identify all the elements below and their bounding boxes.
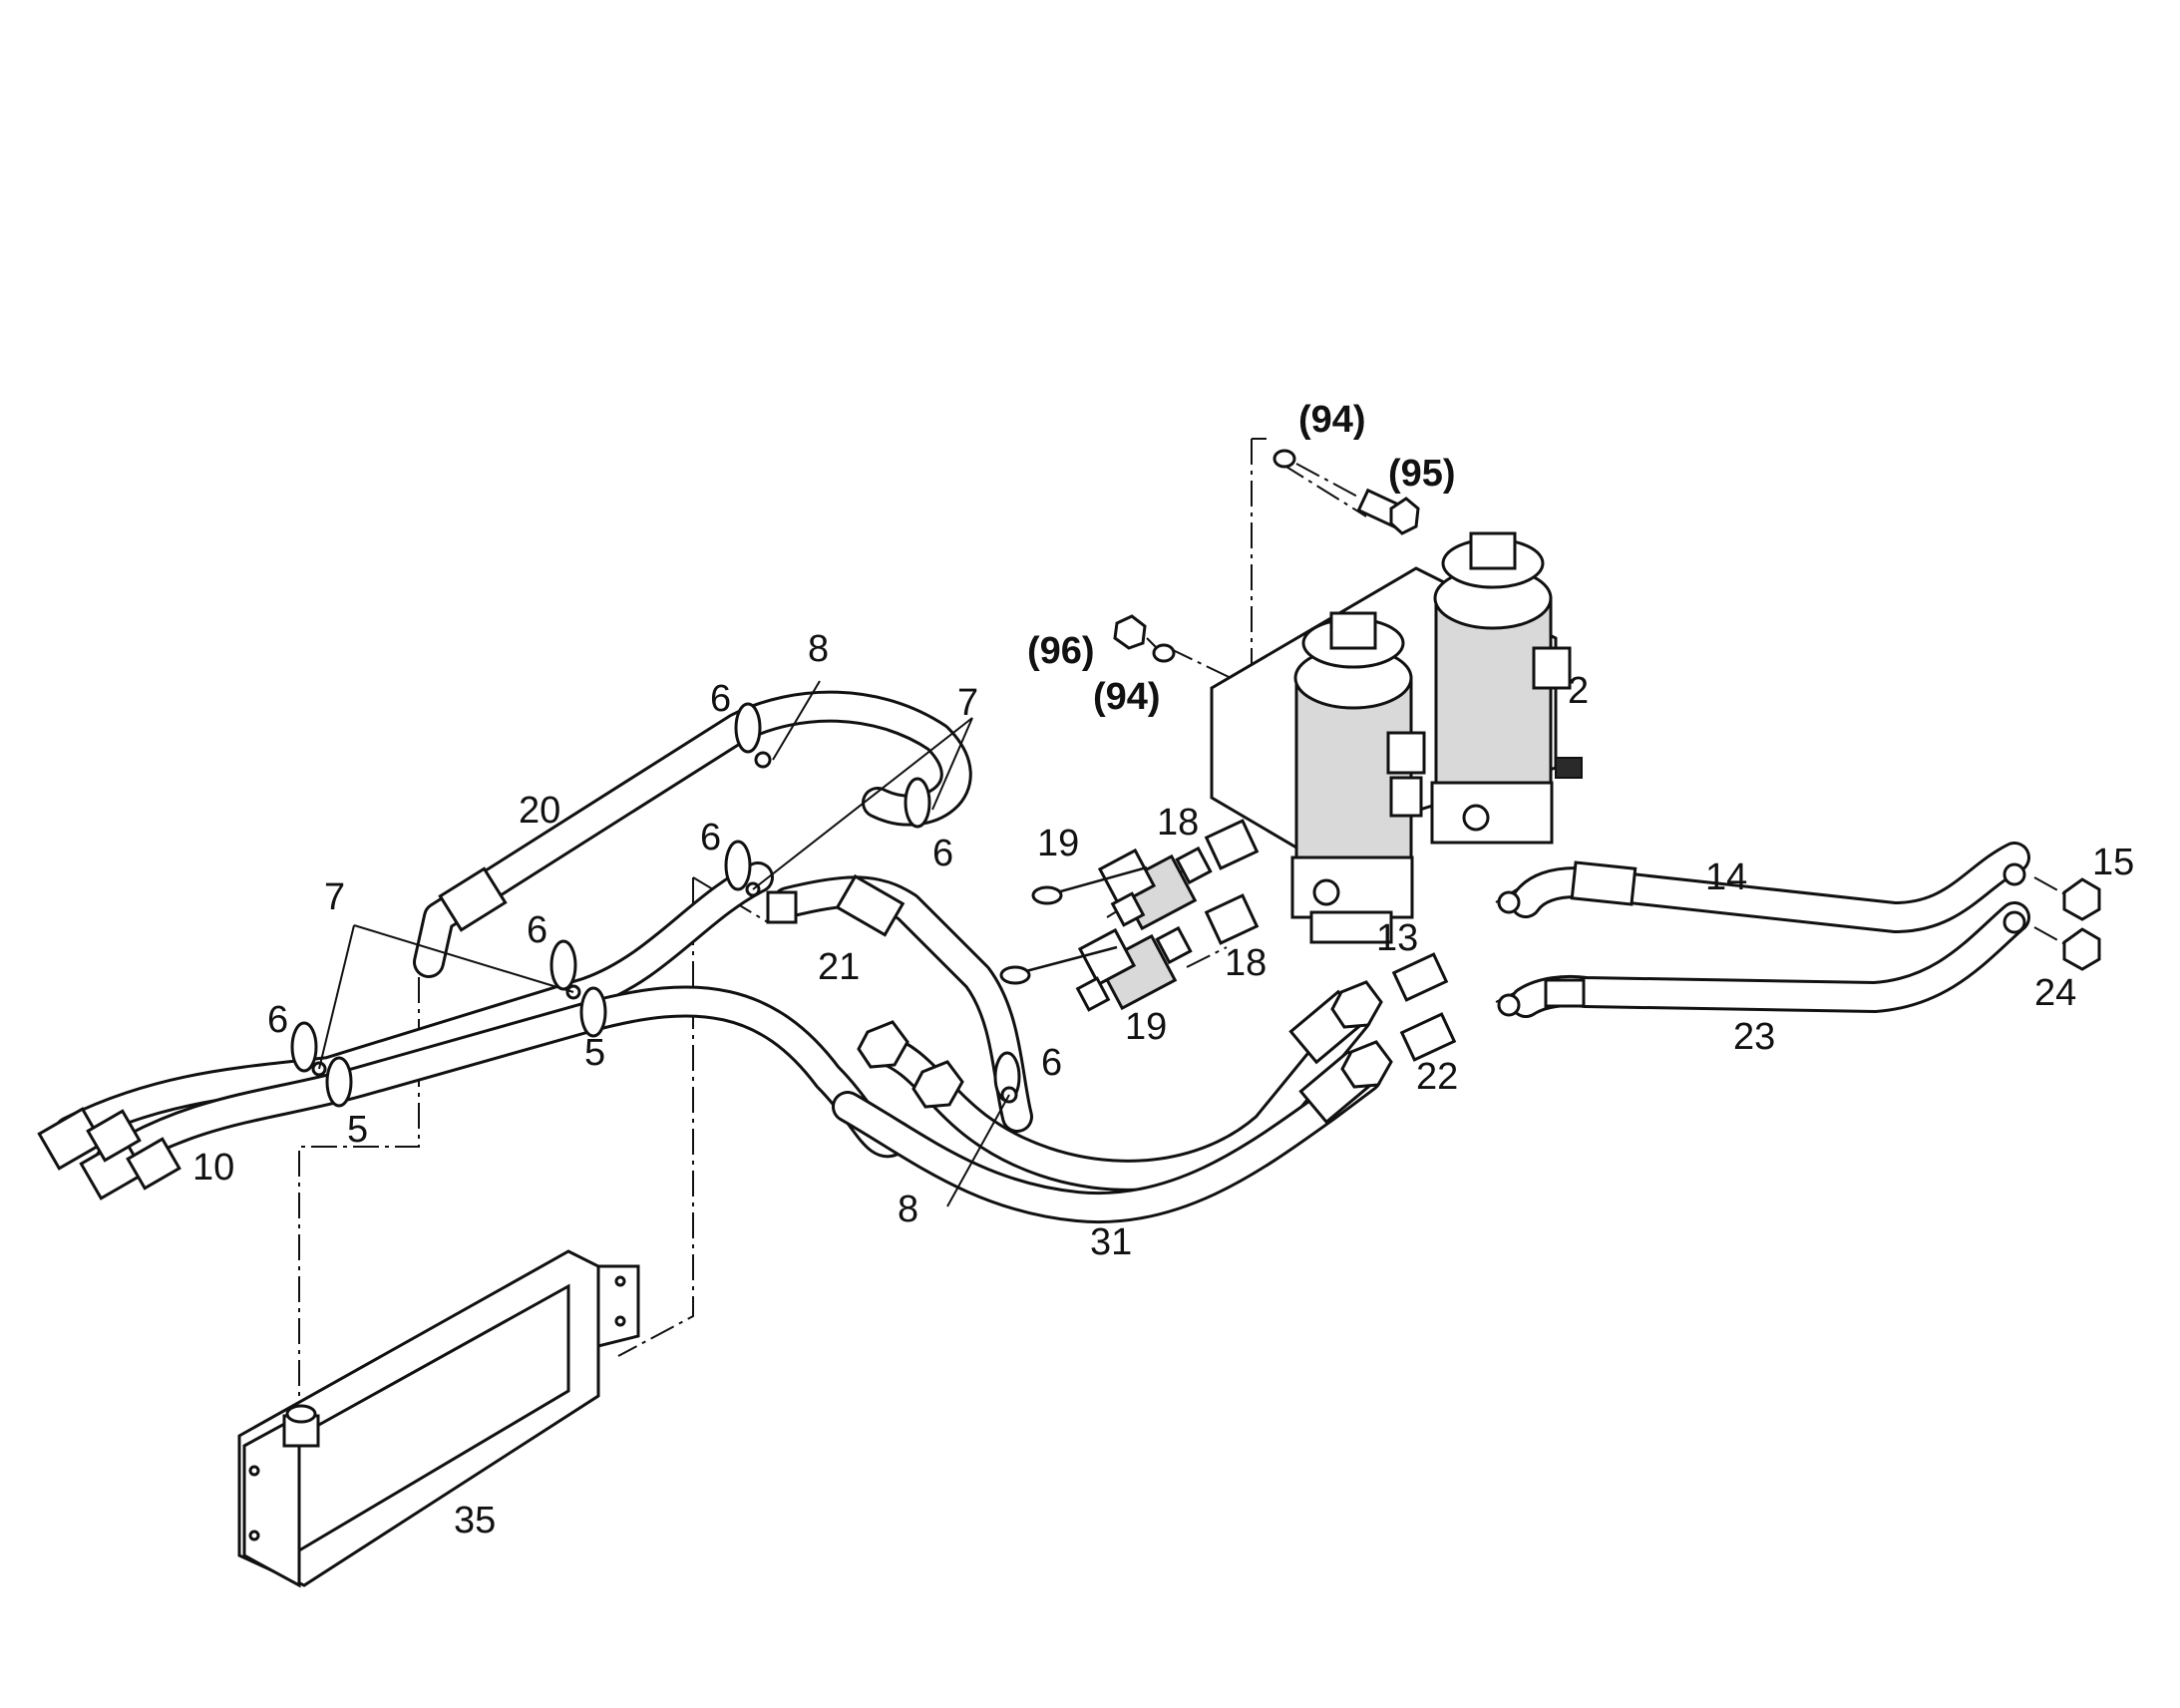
clamp-6 <box>734 702 762 754</box>
callout-10: 10 <box>192 1147 234 1189</box>
clamp-6 <box>549 939 577 991</box>
callout-6: 6 <box>700 817 721 858</box>
clamp-8 <box>754 751 772 769</box>
leader-lines <box>318 680 1010 1207</box>
washer-94 <box>1152 643 1176 663</box>
hose-clamps <box>290 702 1021 1108</box>
fitting-24 <box>2062 927 2101 971</box>
ball-valve-19-upper <box>1031 846 1213 931</box>
callout-13: 13 <box>1376 917 1418 959</box>
hose-21 <box>766 873 1033 1133</box>
callout-24: 24 <box>2034 972 2076 1014</box>
callout-18: 18 <box>1157 802 1199 844</box>
clamp-5 <box>325 1056 353 1108</box>
callout-7: 7 <box>324 876 345 918</box>
callout-94: (94) <box>1298 399 1366 441</box>
callout-8: 8 <box>898 1189 918 1230</box>
mounting-hardware <box>1113 449 1420 663</box>
callout-96: (96) <box>1027 630 1095 672</box>
fitting-13 <box>1391 952 1449 1002</box>
callout-95: (95) <box>1388 453 1456 495</box>
callout-94: (94) <box>1093 676 1161 718</box>
fitting-22 <box>1399 1012 1457 1062</box>
callout-22: 22 <box>1416 1056 1458 1098</box>
clamp-6 <box>724 840 752 891</box>
callout-5: 5 <box>347 1109 368 1151</box>
callout-6: 6 <box>267 999 288 1041</box>
clamp-6 <box>904 777 931 829</box>
callout-6: 6 <box>527 909 547 951</box>
washer-94 <box>1272 449 1296 469</box>
hose-31 <box>832 980 1393 1224</box>
callout-19: 19 <box>1125 1006 1167 1048</box>
callout-7: 7 <box>957 682 978 724</box>
fittings <box>1204 819 2101 1062</box>
callout-6: 6 <box>1041 1042 1062 1084</box>
callout-18: 18 <box>1225 942 1267 984</box>
callout-14: 14 <box>1705 856 1747 898</box>
callout-5: 5 <box>584 1032 605 1074</box>
callout-15: 15 <box>2092 842 2134 883</box>
fitting-15 <box>2062 877 2101 921</box>
ball-valve-19-lower <box>999 925 1193 1012</box>
fitting-18 <box>1204 893 1260 945</box>
callout-6: 6 <box>710 678 731 720</box>
filter-assembly-2 <box>1210 531 1583 944</box>
oil-cooler-35 <box>237 1249 640 1588</box>
hose-14 <box>1510 842 2030 933</box>
clamp-6 <box>290 1021 318 1073</box>
callout-23: 23 <box>1733 1016 1775 1058</box>
callout-6: 6 <box>932 833 953 874</box>
hose-23 <box>1510 901 2030 1018</box>
callout-8: 8 <box>808 628 829 670</box>
callout-21: 21 <box>818 946 860 988</box>
callout-2: 2 <box>1568 670 1589 712</box>
fitting-18 <box>1204 819 1260 870</box>
callout-19: 19 <box>1037 823 1079 864</box>
callout-labels: (94) (95) (96) (94) 2 8 6 7 20 6 6 19 18… <box>192 399 2134 1541</box>
clamp-5 <box>579 986 607 1038</box>
nut-96 <box>1113 614 1147 650</box>
callout-35: 35 <box>454 1500 496 1541</box>
callout-20: 20 <box>519 790 560 832</box>
callout-31: 31 <box>1090 1221 1132 1263</box>
